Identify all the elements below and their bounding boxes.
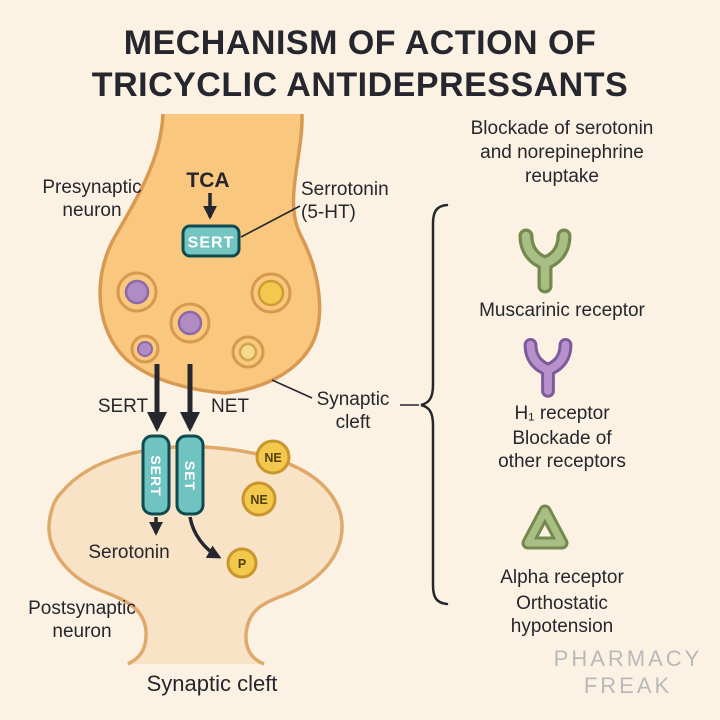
serotonin-pointer-line — [240, 205, 301, 238]
cleft-pointer-line — [271, 379, 313, 399]
synaptic-cleft-label: Synaptic cleft — [316, 389, 390, 433]
h1-receptor-icon — [523, 337, 573, 398]
postsynaptic-neuron-label: Postsynaptic neuron — [28, 598, 136, 642]
post-sert-transporter — [141, 434, 171, 516]
post-sert-label: SERT — [148, 455, 164, 496]
synaptic-cleft-bottom-label: Synaptic cleft — [146, 671, 278, 696]
vesicle-purple-2 — [169, 302, 211, 344]
tca-label: TCA — [186, 169, 230, 192]
post-set-transporter — [175, 434, 205, 516]
ne-molecule-bottom: NE — [241, 481, 277, 517]
other-receptors-blockade-text: Blockade of other receptors — [498, 428, 626, 472]
set-to-p-arrow-icon — [188, 516, 222, 559]
vesicle-yellow-1 — [250, 272, 292, 314]
ne-molecule-top: NE — [255, 439, 291, 475]
page-title: MECHANISM OF ACTION OF TRICYCLIC ANTIDEP… — [0, 22, 720, 106]
vesicle-purple-1 — [116, 271, 158, 313]
svg-text:NE: NE — [250, 493, 267, 507]
serotonin-released-label: Serotonin — [88, 542, 170, 563]
sert-arrow-label: SERT — [97, 396, 149, 417]
brand-line-2: FREAK — [583, 673, 673, 698]
vesicle-empty-1 — [231, 335, 265, 369]
h1-receptor-label: H₁ receptor — [514, 403, 610, 424]
title-line-2: TRICYCLIC ANTIDEPRESSANTS — [91, 66, 629, 104]
alpha-receptor-label: Alpha receptor — [500, 567, 624, 588]
svg-text:P: P — [238, 557, 246, 571]
p-molecule: P — [226, 547, 258, 579]
title-line-1: MECHANISM OF ACTION OF — [123, 24, 597, 62]
brand-watermark: PHARMACY FREAK — [548, 645, 708, 699]
orthostatic-hypotension-text: Orthostatic hypotension — [510, 593, 614, 637]
brand-line-1: PHARMACY — [553, 646, 703, 671]
presynaptic-neuron-label: Presynaptic neuron — [42, 177, 142, 221]
sert-box-label: SERT — [188, 235, 235, 252]
sert-box — [181, 224, 241, 258]
muscarinic-receptor-icon — [518, 228, 572, 294]
muscarinic-receptor-label: Muscarinic receptor — [479, 300, 645, 321]
post-set-label: SET — [182, 461, 198, 491]
reuptake-blockade-text: Blockade of serotonin and norepinephrine… — [470, 118, 654, 187]
grouping-brace — [420, 203, 449, 606]
vesicle-purple-3 — [130, 334, 160, 364]
net-arrow-label: NET — [211, 396, 249, 417]
serotonin-5ht-label: Serrotonin (5-HT) — [301, 179, 389, 223]
alpha-receptor-icon — [521, 504, 569, 550]
svg-text:NE: NE — [264, 451, 281, 465]
